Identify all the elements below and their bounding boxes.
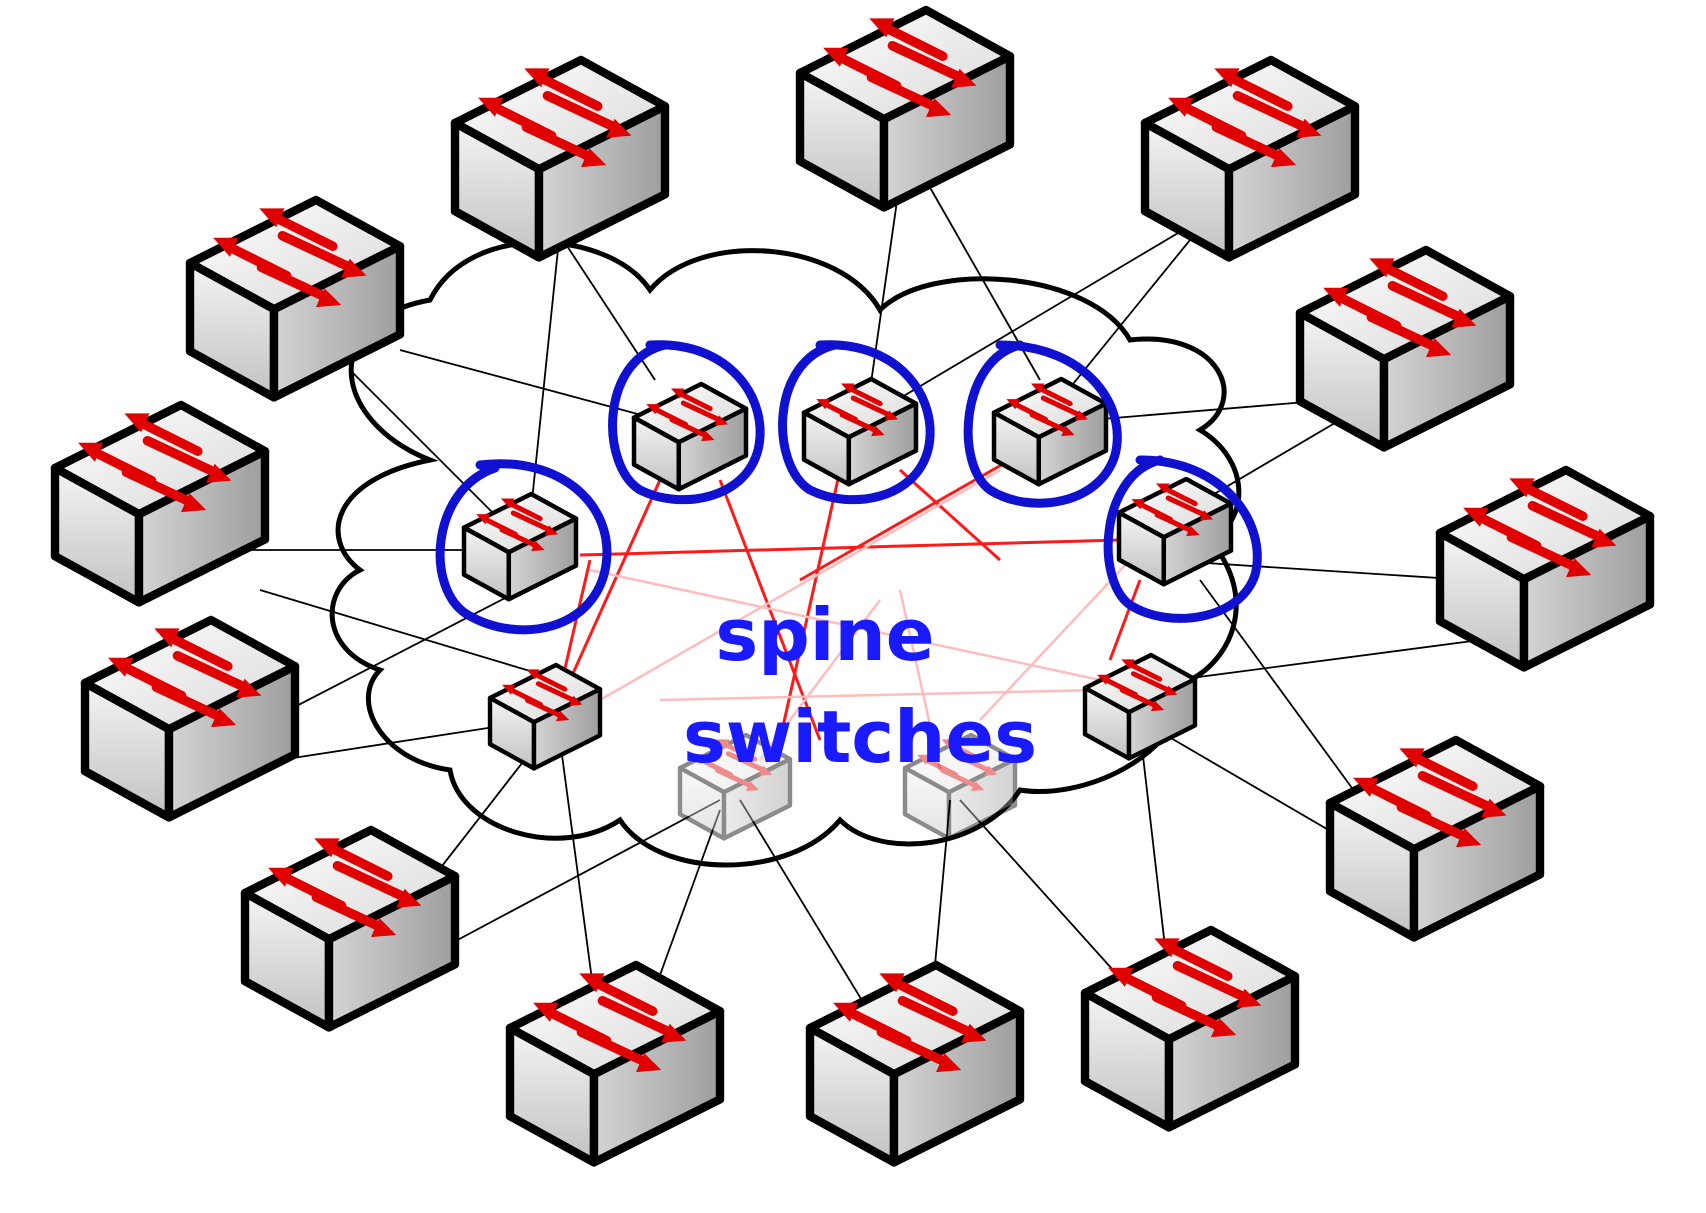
spine-highlight-circles (435, 340, 1262, 635)
leaf-switch-3 (1145, 60, 1355, 257)
highlight-circle-4 (963, 340, 1122, 508)
leaf-switch-8 (85, 620, 295, 817)
leaf-switch-7 (1440, 470, 1650, 667)
leaf-switch-1 (455, 60, 665, 257)
leaf-switch-12 (810, 965, 1020, 1162)
highlight-circle-5 (1103, 455, 1262, 623)
annotation-spine: spine (715, 593, 934, 677)
highlight-circle-1 (435, 459, 612, 635)
annotation-switches: switches (683, 695, 1037, 779)
leaf-switch-10 (245, 830, 455, 1027)
leaf-switch-11 (510, 965, 720, 1162)
leaf-switch-9 (1330, 740, 1540, 937)
highlight-circle-2 (608, 340, 765, 505)
leaf-switch-6 (55, 405, 265, 602)
leaf-switch-5 (1300, 250, 1510, 447)
leaf-switch-13 (1085, 930, 1295, 1127)
highlight-circle-3 (778, 340, 935, 505)
leaf-switch-2 (800, 10, 1010, 207)
spine-links-faded (589, 468, 1131, 771)
